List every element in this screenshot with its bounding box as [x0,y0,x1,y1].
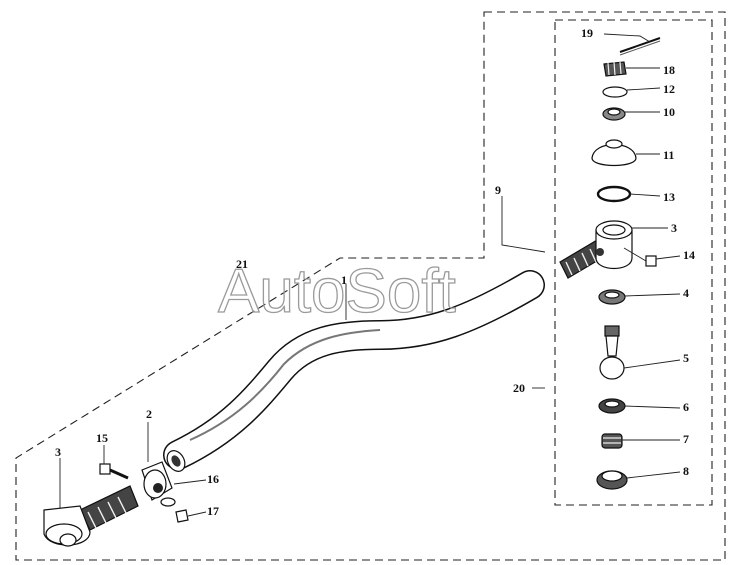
clamp-nut [175,509,189,523]
clamp-bolt [99,463,129,480]
plug-8 [596,470,628,490]
right-tie-rod-end [595,220,633,270]
watermark-text: AutoSoft [218,257,456,326]
tie-rod-tube [163,270,545,472]
washer-12 [602,86,628,98]
assembly-boundary-21 [15,11,726,561]
callout-9: 9 [495,183,501,197]
callout-5: 5 [683,351,689,365]
callout-13: 13 [663,190,675,204]
callout-19: 19 [581,26,593,40]
washer-4 [598,289,626,305]
callout-8: 8 [683,464,689,478]
callout-11: 11 [663,148,674,162]
callout-6: 6 [683,400,689,414]
castle-nut [603,61,627,77]
callout-21: 21 [236,257,248,271]
bushing-10 [602,107,626,121]
grease-fitting [623,247,657,267]
callout-17: 17 [207,504,219,518]
left-tie-rod-end [43,505,91,547]
callout-15: 15 [96,431,108,445]
callout-4: 4 [683,286,689,300]
ball-stud [599,325,625,380]
left-threaded-end [79,485,139,531]
clamp-washer [160,497,176,507]
callout-2: 2 [146,407,152,421]
dust-boot [591,139,637,167]
seat-6 [598,398,626,414]
callout-3-left: 3 [55,445,61,459]
callout-20: 20 [513,381,525,395]
callout-3-right: 3 [671,221,677,235]
callout-12: 12 [663,82,675,96]
leader-lines [59,33,681,517]
callout-7: 7 [683,432,689,446]
assembly-boundary-20 [554,19,713,506]
snap-ring-13 [596,185,632,203]
cotter-pin [619,37,661,56]
callout-18: 18 [663,63,675,77]
callout-1: 1 [341,273,347,287]
clamp [141,461,173,501]
callout-10: 10 [663,105,675,119]
callout-16: 16 [207,472,219,486]
callouts: 19 18 12 10 11 9 13 3 14 21 1 4 20 5 6 2… [55,26,695,518]
spring-7 [601,433,623,449]
callout-14: 14 [683,248,695,262]
